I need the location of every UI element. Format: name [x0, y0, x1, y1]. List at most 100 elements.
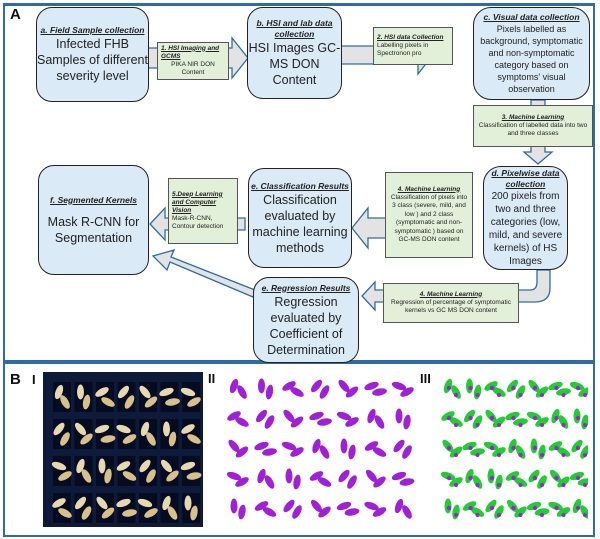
kernel-mask	[264, 415, 275, 429]
node-title: f. Segmented Kernels	[50, 194, 137, 205]
kernel-mask	[557, 476, 570, 488]
kernel-mask	[394, 498, 404, 514]
kernel	[77, 384, 84, 400]
kernel-mask	[318, 506, 331, 518]
symptomatic-region	[518, 483, 523, 487]
symptomatic-region	[554, 385, 559, 391]
kernel	[163, 421, 170, 437]
kernel-mask	[492, 416, 506, 428]
step-title: 1. HSI Imaging and GCMS	[161, 44, 220, 60]
kernel-mask	[556, 388, 571, 396]
kernel-mask	[228, 439, 240, 453]
kernel-mask	[229, 378, 239, 394]
symptomatic-region	[454, 453, 458, 457]
kernel-mask	[484, 381, 498, 391]
kernel	[181, 424, 195, 434]
kernel-mask	[258, 378, 265, 394]
kernel	[162, 495, 171, 511]
kernel-mask	[372, 388, 387, 396]
symptomatic-region	[518, 513, 523, 517]
step-machine-learning-4-regression: 4. Machine Learning Regression of percen…	[383, 283, 519, 323]
node-body: Pixels labelled as background, symptomat…	[480, 24, 583, 94]
kernel-mask	[449, 477, 463, 487]
kernel-mask	[338, 379, 350, 393]
kernel	[184, 495, 192, 511]
symptomatic-region	[540, 423, 544, 427]
symptomatic-region	[532, 445, 538, 451]
kernel-mask	[230, 498, 238, 514]
sublabel-iii: III	[420, 371, 431, 386]
kernel-mask	[310, 379, 323, 393]
kernel-mask	[530, 438, 538, 454]
symptomatic-region	[532, 385, 538, 391]
node-body: Mask R-CNN for Segmentation	[47, 214, 140, 245]
kernel-mask	[393, 439, 405, 453]
kernel-mask	[462, 501, 477, 511]
kernel-mask	[449, 417, 463, 427]
kernel-mask	[403, 414, 411, 430]
kernel-mask	[483, 441, 499, 451]
panel-b-label: B	[10, 371, 21, 388]
kernel-mask	[262, 448, 277, 456]
kernel	[74, 496, 87, 510]
kernel-mask	[235, 477, 249, 487]
kernel-mask	[470, 448, 485, 456]
symptomatic-region	[518, 453, 523, 457]
kernel	[96, 496, 108, 510]
kernel	[101, 397, 115, 407]
kernel-mask	[283, 409, 295, 423]
step-body: Labelling pixels in Spectronon pro	[377, 41, 429, 58]
kernel-mask	[372, 507, 387, 517]
symptomatic-region	[511, 385, 516, 391]
kernel-mask	[548, 501, 563, 511]
kernel-mask	[293, 474, 301, 490]
symptomatic-region	[489, 385, 495, 391]
kernel	[116, 461, 131, 471]
kernel-mask	[580, 445, 588, 459]
kernel-mask	[402, 505, 412, 519]
kernel-mask	[364, 501, 379, 511]
symptomatic-region	[511, 415, 516, 421]
kernel-mask	[237, 385, 247, 399]
node-body: Classification evaluated by machine lear…	[252, 192, 348, 255]
symptomatic-region	[583, 423, 587, 427]
kernel-mask	[255, 409, 268, 423]
step-machine-learning-4-classification: 4. Machine Learning Classification of pi…	[385, 172, 473, 258]
symptomatic-region	[489, 415, 495, 421]
kernel-mask	[227, 411, 241, 421]
symptomatic-region	[489, 505, 495, 511]
symptomatic-region	[468, 505, 473, 511]
kernel-mask	[495, 474, 503, 490]
kernel-mask	[290, 447, 304, 457]
symptomatic-region	[475, 453, 480, 457]
kernel-mask	[515, 445, 526, 459]
tray-cell	[182, 456, 200, 486]
step-body: Regression of percentage of symptomatic …	[391, 298, 511, 315]
kernel	[95, 387, 109, 397]
step-body: Mask-R-CNN, Contour detection	[172, 214, 224, 231]
kernel-mask	[537, 475, 547, 489]
node-body: HSI Images GC-MS DON Content	[248, 41, 341, 87]
symptomatic-region	[489, 445, 495, 451]
kernel	[160, 459, 173, 473]
kernel	[60, 395, 70, 409]
symptomatic-region	[561, 513, 566, 517]
kernel-mask	[281, 441, 297, 451]
kernel-mask	[578, 387, 588, 397]
kernel-mask	[485, 499, 497, 513]
kernel-mask	[319, 445, 330, 459]
symptomatic-region	[540, 513, 544, 517]
symptomatic-region	[561, 483, 566, 487]
kernel	[144, 396, 158, 408]
step-title: 5.Deep Learning and Computer Vision	[172, 190, 223, 214]
kernel-mask	[505, 471, 520, 481]
kernel-mask	[290, 416, 304, 428]
step-title: 4. Machine Learning	[419, 290, 483, 298]
kernel-mask	[473, 384, 482, 400]
symptomatic-region	[489, 475, 495, 481]
symptomatic-region	[468, 385, 473, 391]
kernel	[167, 506, 178, 520]
kernel-mask	[577, 478, 588, 486]
kernel-mask	[548, 381, 563, 391]
node-classification-results: e. Classification Results Classification…	[248, 168, 352, 268]
